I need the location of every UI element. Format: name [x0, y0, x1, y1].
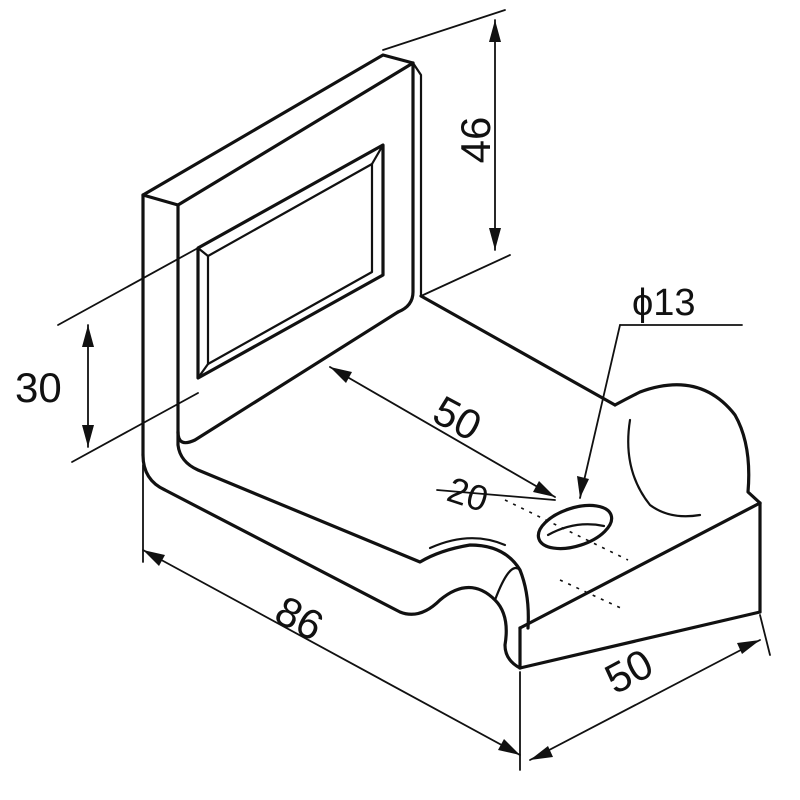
rectangular-window: [196, 143, 385, 380]
dimension-30: 30: [15, 247, 199, 463]
dim-30-label: 30: [15, 364, 62, 411]
dimension-50-depth: 50: [329, 366, 556, 498]
dim-20-label: 20: [443, 469, 494, 520]
dimension-20: 20: [436, 469, 556, 520]
hole: [504, 499, 629, 611]
dimension-diameter-13: ϕ13: [577, 282, 743, 499]
dim-46-label: 46: [452, 117, 499, 164]
dimension-46: 46: [382, 9, 511, 297]
dim-86-label: 86: [268, 586, 331, 649]
base-plate: [141, 294, 762, 670]
dim-diameter-label: ϕ13: [632, 282, 696, 324]
dim-50-depth-label: 50: [426, 386, 489, 449]
vertical-plate: [141, 53, 423, 457]
